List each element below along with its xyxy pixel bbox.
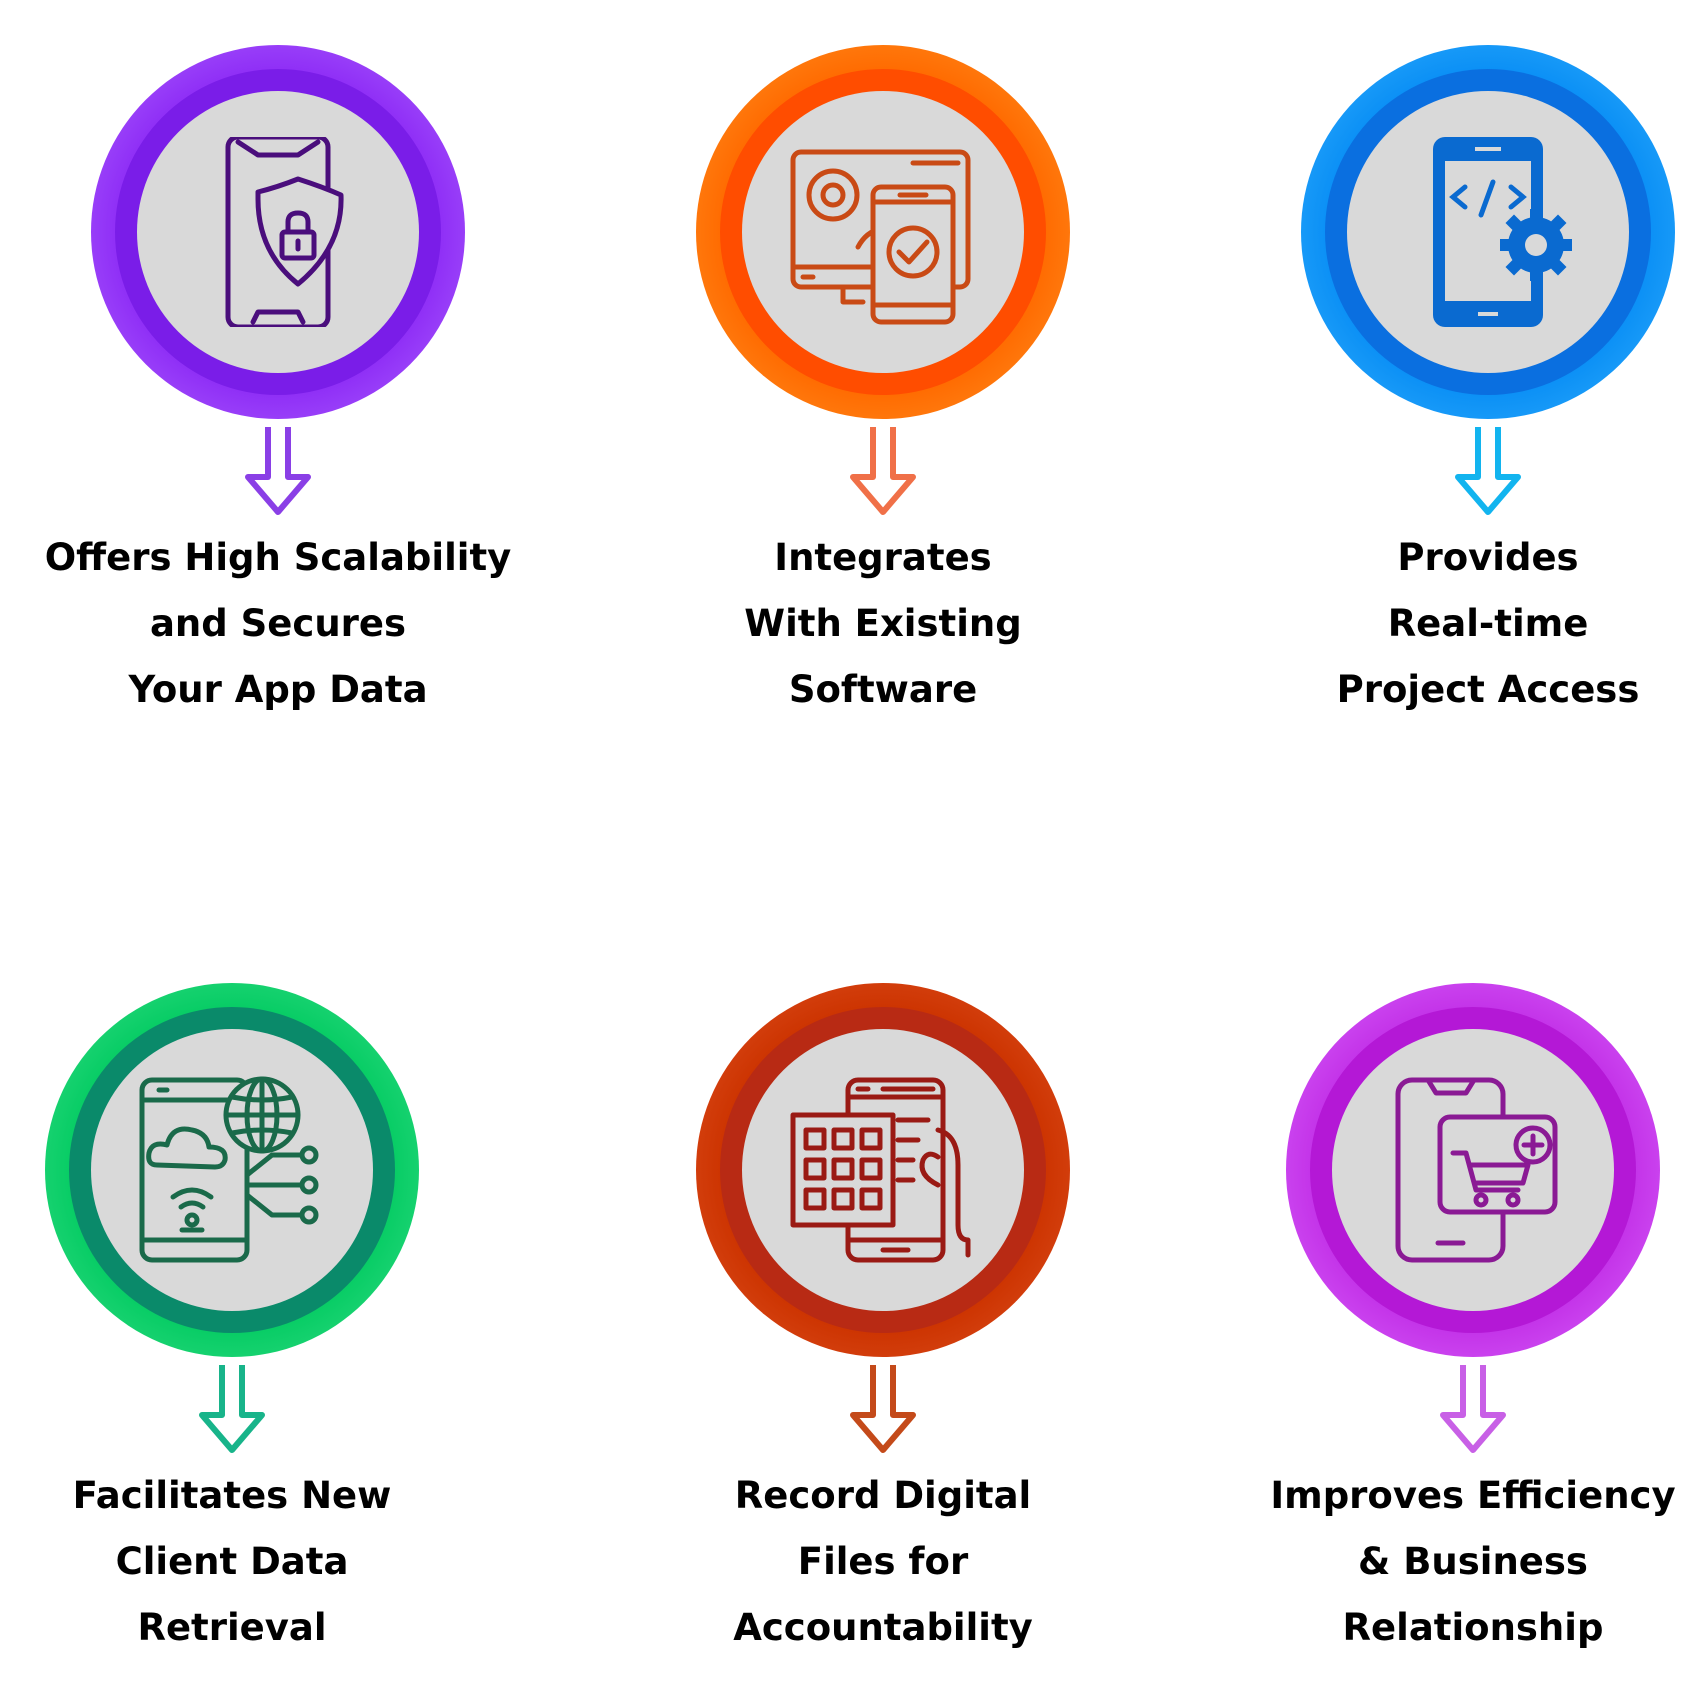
down-arrow-icon xyxy=(1440,1365,1506,1453)
feature-realtime-access: Provides Real-time Project Access xyxy=(1228,45,1700,745)
down-arrow-icon xyxy=(199,1365,265,1453)
phone-keypad-hand-icon xyxy=(790,1077,971,1263)
feature-label: Integrates With Existing Software xyxy=(744,536,1022,711)
down-arrow-icon xyxy=(245,427,311,515)
down-arrow-icon xyxy=(850,427,916,515)
feature-efficiency: Improves Efficiency & Business Relations… xyxy=(1213,983,1700,1683)
feature-ring xyxy=(1286,983,1660,1357)
feature-label: Offers High Scalability and Secures Your… xyxy=(44,536,512,711)
feature-ring xyxy=(696,45,1070,419)
phone-shield-lock-icon xyxy=(225,137,344,327)
feature-ring xyxy=(696,983,1070,1357)
feature-scalability: Offers High Scalability and Secures Your… xyxy=(18,45,538,745)
feature-label: Provides Real-time Project Access xyxy=(1336,536,1640,711)
feature-label: Facilitates New Client Data Retrieval xyxy=(72,1474,392,1649)
feature-label: Improves Efficiency & Business Relations… xyxy=(1270,1474,1676,1649)
feature-client-data: Facilitates New Client Data Retrieval xyxy=(0,983,492,1683)
phone-cloud-globe-network-icon xyxy=(139,1076,319,1263)
feature-label: Record Digital Files for Accountability xyxy=(733,1474,1033,1649)
phone-code-gear-icon xyxy=(1433,137,1572,327)
down-arrow-icon xyxy=(1455,427,1521,515)
feature-digital-files: Record Digital Files for Accountability xyxy=(623,983,1143,1683)
feature-integration: Integrates With Existing Software xyxy=(623,45,1143,745)
phone-cart-add-icon xyxy=(1395,1077,1558,1263)
feature-ring xyxy=(1301,45,1675,419)
feature-ring xyxy=(91,45,465,419)
down-arrow-icon xyxy=(850,1365,916,1453)
feature-ring xyxy=(45,983,419,1357)
monitor-gear-phone-check-icon xyxy=(790,149,971,325)
